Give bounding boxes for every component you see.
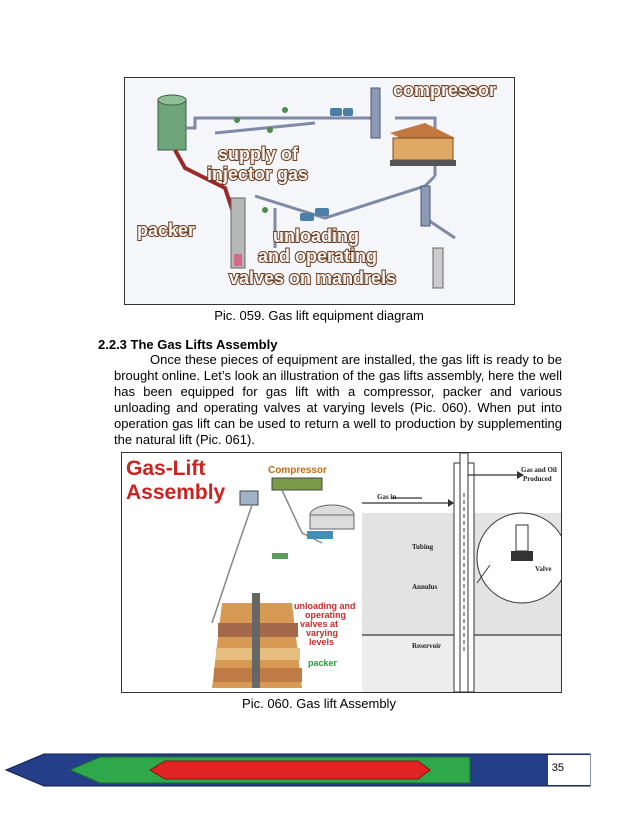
unloading-label-line3: valves on mandrels — [229, 268, 396, 288]
packer-label: packer — [137, 220, 195, 240]
figure-gas-lift-assembly: Gas-Lift Assembly Compressor unloading a… — [121, 452, 562, 693]
gas-lift-equipment-diagram: compressor supply of injector gas packer… — [125, 78, 514, 304]
valve-label: Valve — [535, 565, 551, 573]
compressor-label: compressor — [393, 80, 496, 100]
gas-oil-label-2: Produced — [523, 475, 552, 483]
compressor-label: Compressor — [268, 465, 327, 476]
supply-label-line1: supply of — [218, 144, 299, 164]
figure-gas-lift-equipment: compressor supply of injector gas packer… — [124, 77, 515, 305]
tubing-label: Tubing — [412, 543, 434, 551]
unloading-label-2: operating — [305, 610, 346, 620]
gas-oil-label-1: Gas and Oil — [521, 466, 557, 474]
section-heading: 2.2.3 The Gas Lifts Assembly — [98, 337, 278, 352]
figure-2-caption: Pic. 060. Gas lift Assembly — [242, 696, 396, 711]
figure-1-caption: Pic. 059. Gas lift equipment diagram — [214, 308, 424, 323]
annulus-label: Annulus — [412, 583, 438, 591]
unloading-label-4: varying — [306, 628, 338, 638]
unloading-label-5: levels — [309, 637, 334, 647]
footer-banner — [4, 753, 591, 787]
unloading-label-line1: unloading — [273, 226, 359, 246]
page-number: 35 — [551, 762, 564, 774]
section-paragraph: Once these pieces of equipment are insta… — [114, 352, 562, 448]
gas-lift-assembly-diagram: Gas-Lift Assembly Compressor unloading a… — [122, 453, 561, 692]
gas-in-label: Gas in — [377, 493, 396, 501]
unloading-label-1: unloading and — [294, 601, 356, 611]
paragraph-text: Once these pieces of equipment are insta… — [114, 352, 562, 447]
reservoir-label: Reservoir — [412, 642, 441, 650]
unloading-label-line2: and operating — [258, 246, 377, 266]
supply-label-line2: injector gas — [207, 164, 308, 184]
assembly-title-line2: Assembly — [126, 481, 226, 504]
unloading-label-3: valves at — [300, 619, 338, 629]
packer-label: packer — [308, 658, 338, 668]
assembly-title-line1: Gas-Lift — [126, 457, 205, 480]
